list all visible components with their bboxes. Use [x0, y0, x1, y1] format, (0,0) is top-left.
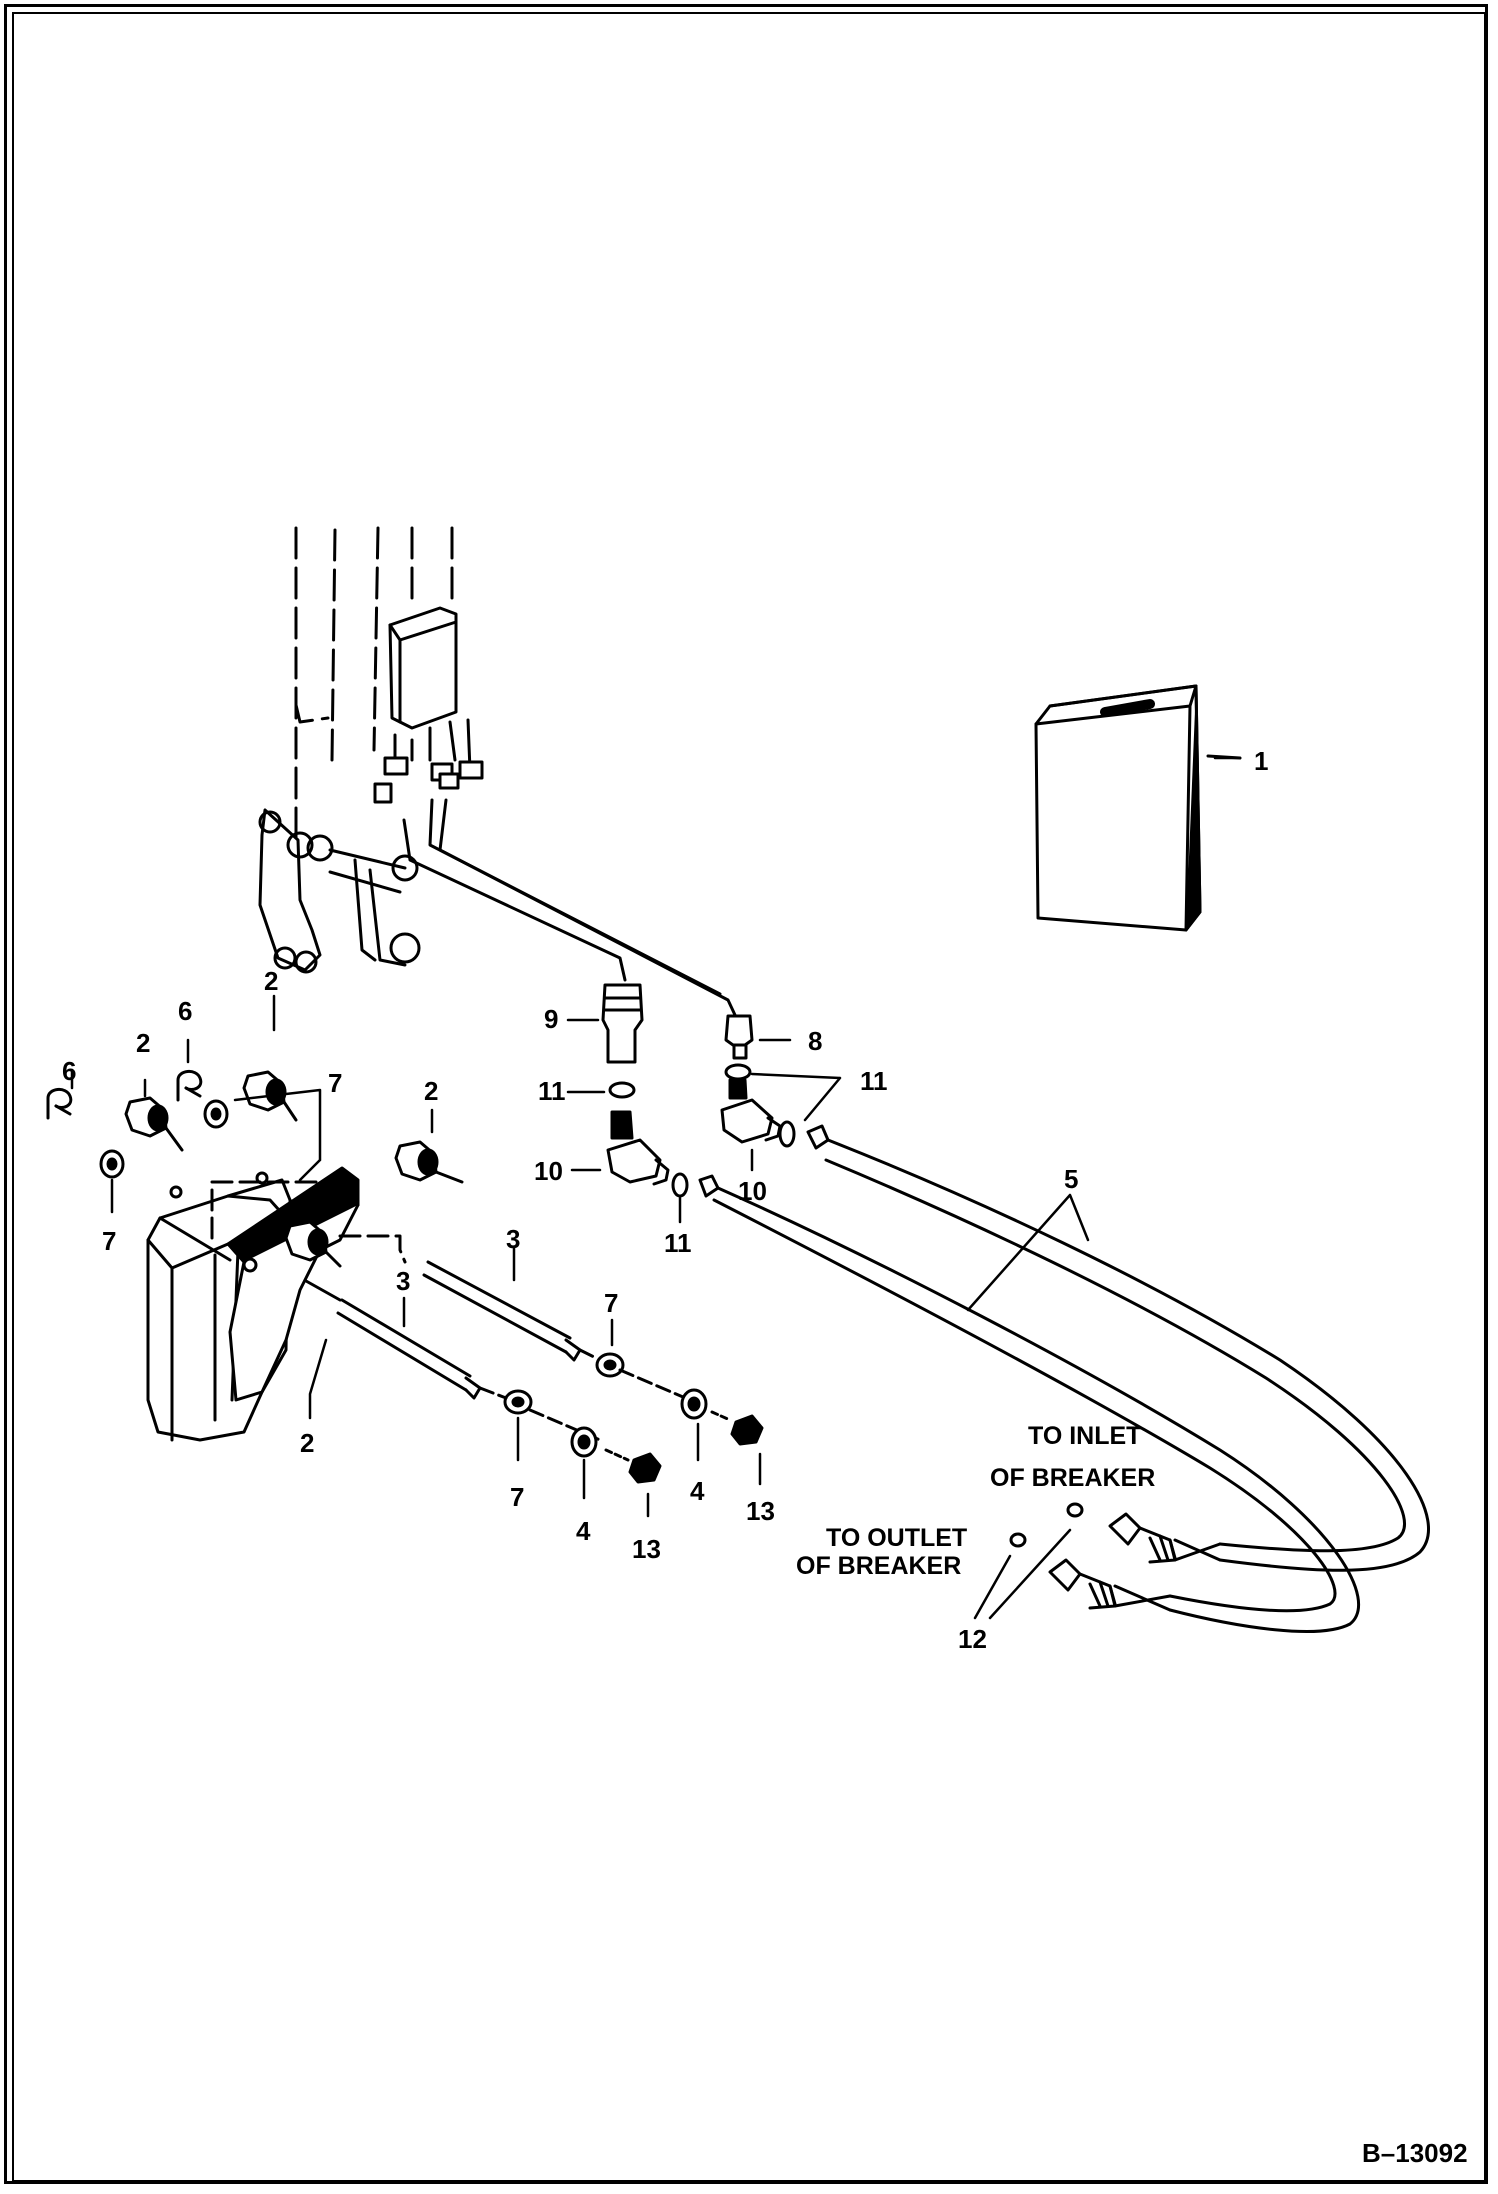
hose-end-inlet — [1108, 1512, 1222, 1564]
callout-9: 9 — [544, 1004, 558, 1034]
callout-6-upper: 6 — [178, 996, 192, 1026]
callout-3-upper: 3 — [506, 1224, 520, 1254]
elbow-left-part-10 — [606, 1110, 670, 1186]
callout-11-lower: 11 — [664, 1228, 692, 1258]
hose-end-outlet — [1048, 1558, 1172, 1612]
coupler-part-9 — [601, 983, 644, 1064]
callout-10-right: 10 — [738, 1176, 767, 1206]
callout-4-upper: 4 — [690, 1476, 705, 1506]
drawing-inner-border — [12, 12, 1486, 2182]
hose-upper-part-5 — [806, 1124, 1430, 1572]
boom-hydraulic-lines — [402, 798, 737, 1017]
callout-2-right: 2 — [424, 1076, 438, 1106]
callout-10-left: 10 — [534, 1156, 563, 1186]
boom-bracket — [373, 606, 484, 804]
bushing-2d — [284, 1220, 342, 1268]
boom-linkage — [258, 808, 421, 974]
bracket-plate — [169, 1166, 360, 1402]
nuts-part-13 — [604, 1410, 764, 1484]
callout-13-upper: 13 — [746, 1496, 775, 1526]
callout-4-lower: 4 — [576, 1516, 591, 1546]
callout-1: 1 — [1254, 746, 1268, 776]
washers-part-7 — [99, 1099, 625, 1415]
callout-7-upper: 7 — [328, 1068, 342, 1098]
drawing-reference-number: B–13092 — [1362, 2138, 1468, 2168]
callout-7-right: 7 — [604, 1288, 618, 1318]
bushing-2a — [242, 1070, 298, 1122]
callout-11-right: 11 — [860, 1066, 888, 1096]
manual-box-part — [1034, 684, 1242, 932]
callout-2-top: 2 — [264, 966, 278, 996]
o-rings-part-11 — [608, 1063, 796, 1198]
drawing-border — [4, 4, 1488, 2184]
leader-lines — [70, 756, 1242, 1620]
hose-lower-part-5 — [698, 1174, 1361, 1633]
callout-13-lower: 13 — [632, 1534, 661, 1564]
elbow-right-part-10 — [720, 1078, 782, 1144]
small-washers-part-12 — [1009, 1502, 1084, 1548]
shaft-3a — [422, 1260, 692, 1402]
note-inlet-line2: OF BREAKER — [990, 1464, 1155, 1492]
callout-8: 8 — [808, 1026, 822, 1056]
pin-6b — [46, 1088, 73, 1120]
callout-7-bottom: 7 — [510, 1482, 524, 1512]
callout-labels: 1 9 8 11 11 10 10 11 5 2 6 2 7 6 7 2 3 3… — [62, 746, 1268, 1654]
callout-6-left: 6 — [62, 1056, 76, 1086]
note-outlet-line1: TO OUTLET — [826, 1524, 967, 1552]
bushing-2c — [394, 1140, 464, 1184]
callout-3-lower: 3 — [396, 1266, 410, 1296]
callout-7-left: 7 — [102, 1226, 116, 1256]
callout-5: 5 — [1064, 1164, 1078, 1194]
callout-2-bottom: 2 — [300, 1428, 314, 1458]
shaft-3b — [336, 1298, 602, 1442]
note-inlet-line1: TO INLET — [1028, 1422, 1141, 1450]
bushing-2b — [124, 1096, 184, 1152]
pin-6a — [176, 1070, 203, 1102]
note-outlet-line2: OF BREAKER — [796, 1552, 961, 1580]
adapter-part-8 — [724, 1014, 754, 1060]
boom-arm — [294, 526, 454, 872]
callout-11-left: 11 — [538, 1076, 566, 1106]
callout-2-left: 2 — [136, 1028, 150, 1058]
callout-12: 12 — [958, 1624, 987, 1654]
lock-washers-part-4 — [570, 1388, 708, 1458]
breaker-notes: TO INLET OF BREAKER TO OUTLET OF BREAKER — [796, 1422, 1155, 1580]
bracket-rib — [210, 1180, 407, 1264]
